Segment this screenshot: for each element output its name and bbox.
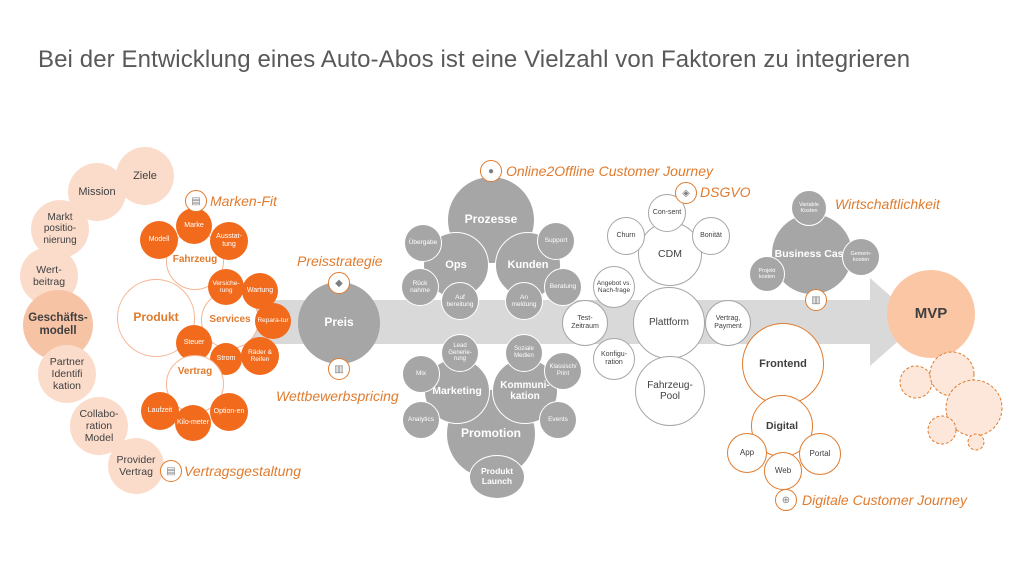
bubble-beratung: Beratung: [544, 268, 582, 306]
label-markenfit: Marken-Fit: [210, 193, 277, 209]
bubble-launch: Produkt Launch: [469, 455, 525, 499]
bubble-mix: Mix: [402, 355, 440, 393]
chart-icon: ▥: [328, 358, 350, 380]
bubble-gemeinkosten: Gemein-kosten: [842, 238, 880, 276]
people-icon: ●: [480, 160, 502, 182]
bubble-partner: Partner Identifi kation: [38, 345, 96, 403]
label-wirtschaftlichkeit: Wirtschaftlichkeit: [835, 196, 940, 212]
bubble-marke: Marke: [176, 208, 212, 244]
globe-icon: ⊕: [775, 489, 797, 511]
label-wettbewerb: Wettbewerbspricing: [276, 388, 399, 404]
bubble-lead: Lead Generie-rung: [441, 334, 479, 372]
page-title: Bei der Entwicklung eines Auto-Abos ist …: [38, 46, 911, 73]
bubble-frontend: Frontend: [742, 323, 824, 405]
bubble-wertbeitrag: Wert-beitrag: [20, 247, 78, 305]
bubble-vertrag-payment: Vertrag, Payment: [705, 300, 751, 346]
bubble-raeder: Räder & Reifen: [241, 337, 279, 375]
bubble-analytics: Analytics: [402, 401, 440, 439]
bubble-portal: Portal: [799, 433, 841, 475]
document-icon: ▤: [160, 460, 182, 482]
label-o2o: Online2Offline Customer Journey: [506, 163, 713, 179]
bubble-laufzeit: Laufzeit: [141, 392, 179, 430]
bubble-web: Web: [764, 452, 802, 490]
bubble-plattform: Plattform: [633, 287, 705, 359]
bubble-ausstattung: Ausstat-tung: [210, 222, 248, 260]
bubble-aufbereitung: Auf bereitung: [441, 282, 479, 320]
bubble-events: Events: [539, 401, 577, 439]
bubble-provider: Provider Vertrag: [108, 438, 164, 494]
bubble-reparatur: Repara-tur: [255, 303, 291, 339]
tag-icon: ◆: [328, 272, 350, 294]
bubble-soziale: Soziale Medien: [505, 334, 543, 372]
label-preisstrategie: Preisstrategie: [297, 253, 383, 269]
bubble-angebot: Angebot vs. Nach-frage: [593, 266, 635, 308]
document-icon: ▤: [185, 190, 207, 212]
bubble-optionen: Option-en: [210, 393, 248, 431]
bubble-mvp: MVP: [887, 270, 975, 358]
bubble-uebergabe: Übergabe: [404, 224, 442, 262]
label-digitalcj: Digitale Customer Journey: [802, 492, 967, 508]
bubble-klassisch: Klassisch/ Print: [544, 352, 582, 390]
bubble-bonitaet: Bonität: [692, 217, 730, 255]
dashed-circles: [899, 351, 1003, 451]
bubble-versicherung: Versiche-rung: [208, 269, 244, 305]
label-vertragsgestaltung: Vertragsgestaltung: [184, 463, 301, 479]
bubble-churn: Churn: [607, 217, 645, 255]
bubble-testzeitraum: Test-Zeitraum: [562, 300, 608, 346]
bubble-rucknahme: Rück nahme: [401, 268, 439, 306]
bubble-projektkosten: Projekt kosten: [749, 256, 785, 292]
bubble-produkt: Produkt: [117, 279, 195, 357]
bubble-modell: Modell: [140, 221, 178, 259]
bubble-cdm: CDM: [638, 222, 702, 286]
bubble-support: Support: [537, 222, 575, 260]
bubble-preis: Preis: [298, 282, 380, 364]
bubble-fahrzeugpool: Fahrzeug-Pool: [635, 356, 705, 426]
bubble-app: App: [727, 433, 767, 473]
label-dsgvo: DSGVO: [700, 184, 751, 200]
bubble-business-case: Business Case: [772, 214, 852, 294]
bubble-konfiguration: Konfigu-ration: [593, 338, 635, 380]
bubble-kilometer: Kilo-meter: [175, 405, 211, 441]
lock-icon: ◈: [675, 182, 697, 204]
bubble-variable-kosten: Variable Kosten: [791, 190, 827, 226]
bubble-anmeldung: An meldung: [505, 282, 543, 320]
bar-chart-icon: ▥: [805, 289, 827, 311]
